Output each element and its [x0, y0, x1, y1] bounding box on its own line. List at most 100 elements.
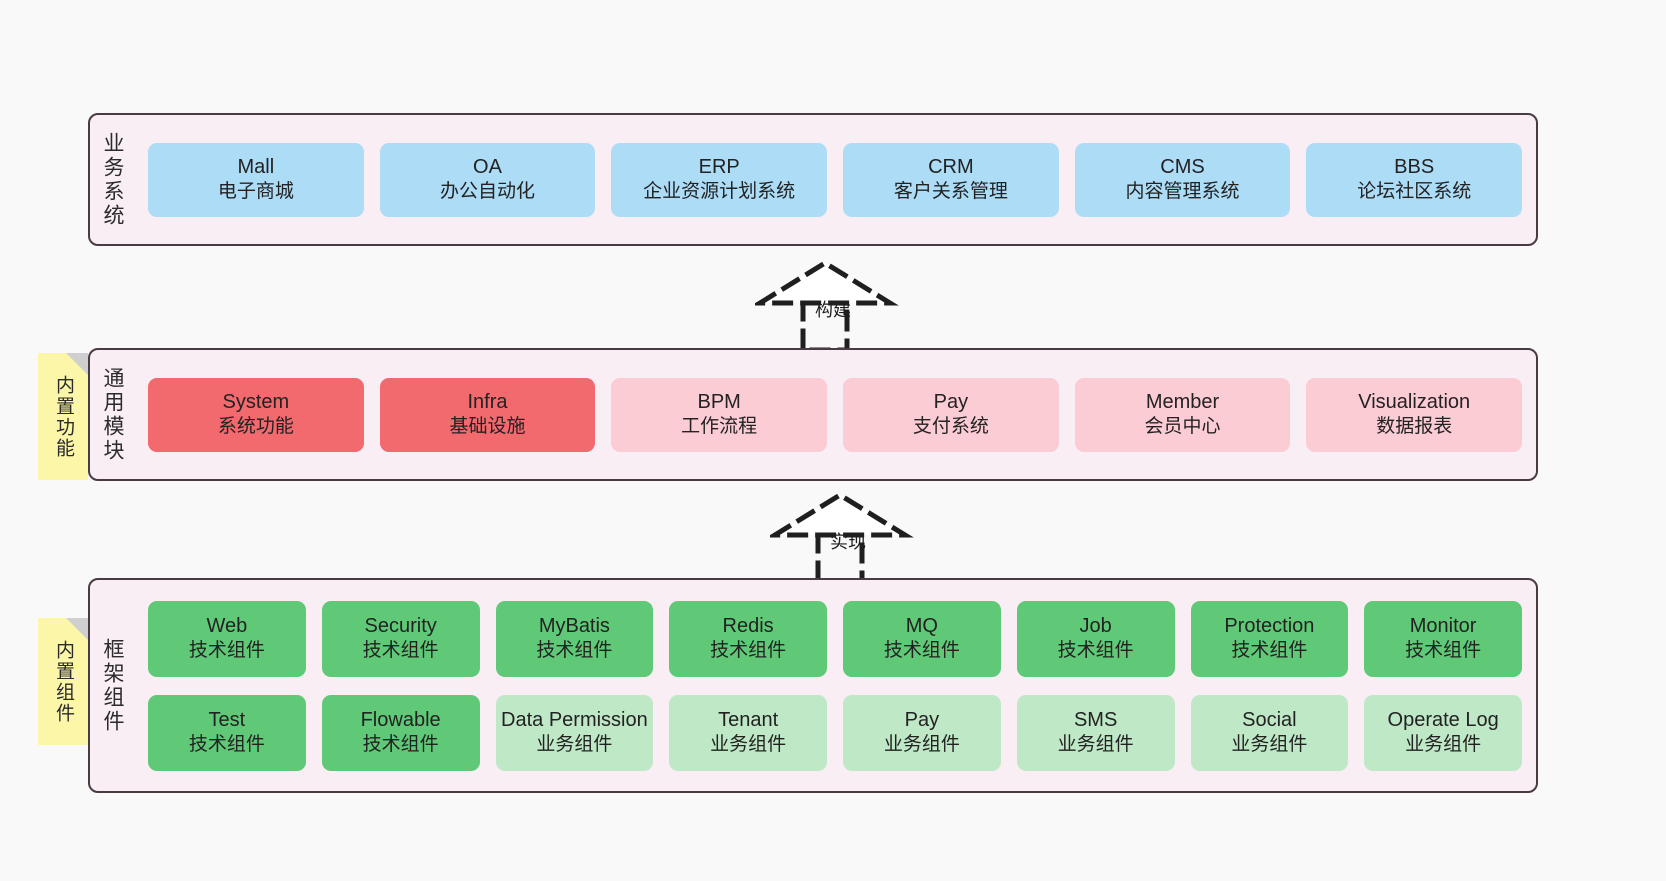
- layer-body-business: Mall 电子商城 OA 办公自动化 ERP 企业资源计划系统 CRM 客户关系…: [134, 115, 1536, 244]
- card-subtitle: 支付系统: [912, 416, 989, 438]
- card-title: Infra: [467, 390, 508, 413]
- card-subtitle: 技术组件: [188, 734, 265, 756]
- card-subtitle: 电子商城: [217, 181, 294, 203]
- card-test[interactable]: Test 技术组件: [148, 694, 306, 771]
- card-row-tech: Web 技术组件 Security 技术组件 MyBatis 技术组件 Redi…: [148, 600, 1522, 677]
- card-title: Social: [1242, 708, 1297, 731]
- fold-corner-icon: [66, 353, 88, 375]
- card-subtitle: 数据报表: [1376, 416, 1453, 438]
- card-subtitle: 业务组件: [883, 734, 960, 756]
- card-title: Visualization: [1358, 390, 1471, 413]
- card-title: Mall: [237, 155, 275, 178]
- card-sms[interactable]: SMS 业务组件: [1016, 694, 1175, 771]
- card-pay-module[interactable]: Pay 支付系统: [843, 377, 1059, 452]
- card-title: Member: [1145, 390, 1220, 413]
- connector-build: 构建: [755, 258, 935, 353]
- card-title: Data Permission: [501, 708, 648, 731]
- card-title: Test: [208, 708, 246, 731]
- card-title: SMS: [1073, 708, 1118, 731]
- connector-realize: 实现: [770, 490, 950, 585]
- fold-corner-icon: [66, 618, 88, 640]
- card-subtitle: 技术组件: [362, 640, 439, 662]
- card-mall[interactable]: Mall 电子商城: [148, 142, 364, 217]
- card-title: Monitor: [1409, 614, 1477, 637]
- card-subtitle: 会员中心: [1144, 416, 1221, 438]
- card-title: OA: [473, 155, 502, 178]
- card-cms[interactable]: CMS 内容管理系统: [1074, 142, 1291, 217]
- card-title: Redis: [722, 614, 774, 637]
- card-tenant[interactable]: Tenant 业务组件: [669, 694, 827, 771]
- card-job[interactable]: Job 技术组件: [1016, 600, 1175, 677]
- card-title: CMS: [1160, 155, 1205, 178]
- card-subtitle: 论坛社区系统: [1357, 181, 1472, 203]
- card-member[interactable]: Member 会员中心: [1074, 377, 1291, 452]
- card-social[interactable]: Social 业务组件: [1190, 694, 1349, 771]
- layer-framework-components: 框架组件 Web 技术组件 Security 技术组件 MyBatis 技术组件…: [88, 578, 1538, 793]
- card-security[interactable]: Security 技术组件: [321, 600, 480, 677]
- card-data-permission[interactable]: Data Permission 业务组件: [495, 694, 654, 771]
- sticky-note-label: 内置组件: [52, 639, 74, 724]
- card-subtitle: 技术组件: [883, 640, 960, 662]
- card-subtitle: 技术组件: [536, 640, 613, 662]
- card-title: Job: [1079, 614, 1112, 637]
- card-subtitle: 业务组件: [1231, 734, 1308, 756]
- card-subtitle: 客户关系管理: [893, 181, 1008, 203]
- card-web[interactable]: Web 技术组件: [148, 600, 306, 677]
- card-oa[interactable]: OA 办公自动化: [379, 142, 596, 217]
- card-mq[interactable]: MQ 技术组件: [843, 600, 1001, 677]
- card-title: Tenant: [718, 708, 779, 731]
- layer-body-common: System 系统功能 Infra 基础设施 BPM 工作流程 Pay 支付系统…: [134, 350, 1536, 479]
- card-infra[interactable]: Infra 基础设施: [379, 377, 596, 452]
- connector-realize-label: 实现: [830, 532, 866, 552]
- layer-label-framework: 框架组件: [101, 637, 125, 734]
- card-system[interactable]: System 系统功能: [148, 377, 364, 452]
- connector-build-label: 构建: [815, 300, 851, 320]
- card-subtitle: 技术组件: [710, 640, 787, 662]
- layer-common-modules: 通用模块 System 系统功能 Infra 基础设施 BPM 工作流程 Pay…: [88, 348, 1538, 481]
- card-monitor[interactable]: Monitor 技术组件: [1364, 600, 1522, 677]
- card-subtitle: 业务组件: [536, 734, 613, 756]
- card-operate-log[interactable]: Operate Log 业务组件: [1364, 694, 1522, 771]
- card-row: System 系统功能 Infra 基础设施 BPM 工作流程 Pay 支付系统…: [148, 377, 1523, 452]
- card-subtitle: 业务组件: [1405, 734, 1482, 756]
- layer-body-framework: Web 技术组件 Security 技术组件 MyBatis 技术组件 Redi…: [134, 580, 1536, 791]
- card-mybatis[interactable]: MyBatis 技术组件: [495, 600, 654, 677]
- card-title: Protection: [1224, 614, 1315, 637]
- card-subtitle: 技术组件: [1057, 640, 1134, 662]
- card-redis[interactable]: Redis 技术组件: [669, 600, 827, 677]
- card-title: MyBatis: [538, 614, 610, 637]
- card-title: CRM: [928, 155, 974, 178]
- card-flowable[interactable]: Flowable 技术组件: [321, 694, 480, 771]
- card-title: Pay: [933, 390, 969, 413]
- card-erp[interactable]: ERP 企业资源计划系统: [611, 142, 828, 217]
- card-title: BPM: [697, 390, 741, 413]
- card-subtitle: 系统功能: [217, 416, 294, 438]
- sticky-note-label: 内置功能: [52, 374, 74, 459]
- card-pay-component[interactable]: Pay 业务组件: [843, 694, 1001, 771]
- card-row-business: Test 技术组件 Flowable 技术组件 Data Permission …: [148, 694, 1522, 771]
- card-title: ERP: [698, 155, 740, 178]
- card-subtitle: 技术组件: [362, 734, 439, 756]
- card-title: Flowable: [360, 708, 441, 731]
- card-title: BBS: [1394, 155, 1435, 178]
- card-subtitle: 基础设施: [449, 416, 526, 438]
- layer-label-common: 通用模块: [101, 366, 125, 463]
- card-row: Mall 电子商城 OA 办公自动化 ERP 企业资源计划系统 CRM 客户关系…: [148, 142, 1523, 217]
- card-subtitle: 业务组件: [710, 734, 787, 756]
- sticky-note-builtin-components: 内置组件: [38, 618, 88, 745]
- card-protection[interactable]: Protection 技术组件: [1190, 600, 1349, 677]
- card-crm[interactable]: CRM 客户关系管理: [843, 142, 1059, 217]
- card-title: System: [222, 390, 290, 413]
- card-bbs[interactable]: BBS 论坛社区系统: [1306, 142, 1523, 217]
- sticky-note-builtin-functions: 内置功能: [38, 353, 88, 480]
- card-subtitle: 技术组件: [1405, 640, 1482, 662]
- card-subtitle: 办公自动化: [440, 181, 536, 203]
- card-subtitle: 企业资源计划系统: [643, 181, 796, 203]
- card-bpm[interactable]: BPM 工作流程: [611, 377, 828, 452]
- layer-business-systems: 业务系统 Mall 电子商城 OA 办公自动化 ERP 企业资源计划系统 CRM…: [88, 113, 1538, 246]
- card-visualization[interactable]: Visualization 数据报表: [1306, 377, 1523, 452]
- card-subtitle: 技术组件: [1231, 640, 1308, 662]
- card-title: Pay: [904, 708, 940, 731]
- card-subtitle: 业务组件: [1057, 734, 1134, 756]
